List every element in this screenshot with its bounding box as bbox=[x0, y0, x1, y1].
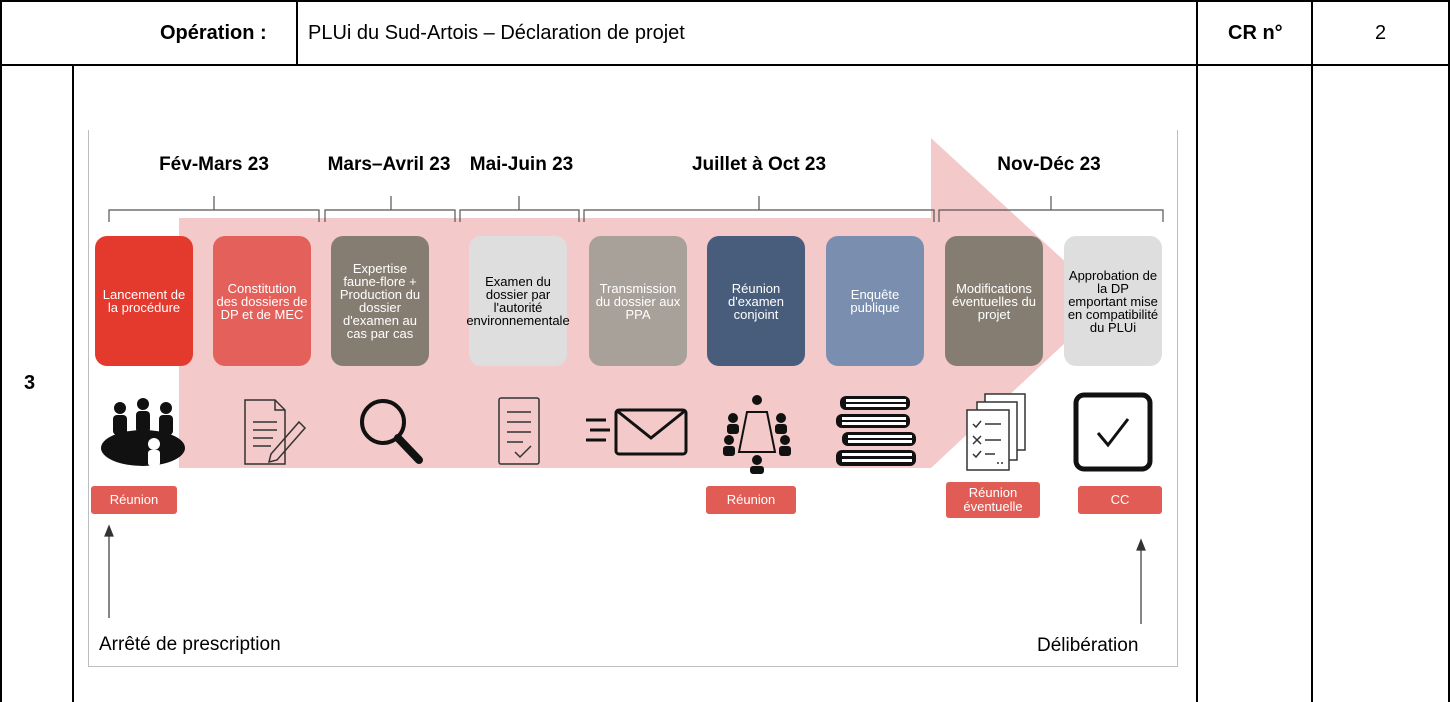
start-note-arrow-head bbox=[104, 524, 114, 537]
table-border-right bbox=[1448, 0, 1450, 702]
step-box-4: Examen du dossier par l'autorité environ… bbox=[466, 236, 570, 366]
period-label-1: Fév-Mars 23 bbox=[159, 154, 269, 175]
badge-reunion-1: Réunion bbox=[91, 486, 177, 514]
end-note-arrow-head bbox=[1136, 538, 1146, 551]
table-col-divider-cr-label bbox=[1196, 0, 1198, 702]
checklist-pages-icon bbox=[945, 386, 1045, 478]
start-note: Arrêté de prescription bbox=[99, 634, 281, 655]
period-label-4: Juillet à Oct 23 bbox=[691, 154, 827, 175]
table-col-divider-cr-value bbox=[1311, 0, 1313, 702]
step-box-5: Transmission du dossier aux PPA bbox=[589, 236, 687, 366]
meeting-table-icon bbox=[93, 386, 193, 478]
period-brace-3 bbox=[459, 196, 580, 222]
operation-value: PLUi du Sud-Artois – Déclaration de proj… bbox=[308, 21, 685, 44]
step-box-8: Modifications éventuelles du projet bbox=[945, 236, 1043, 366]
step-box-9: Approbation de la DP emportant mise en c… bbox=[1064, 236, 1162, 366]
step-box-7: Enquête publique bbox=[826, 236, 924, 366]
step-box-3: Expertise faune-flore + Production du do… bbox=[331, 236, 429, 366]
badge-reunion-2: Réunion bbox=[706, 486, 796, 514]
step-box-2: Constitution des dossiers de DP et de ME… bbox=[213, 236, 311, 366]
magnifier-icon bbox=[341, 386, 441, 478]
timeline-figure: Fév-Mars 23 Mars–Avril 23 Mai-Juin 23 Ju… bbox=[88, 130, 1178, 667]
table-border-top bbox=[0, 0, 1450, 2]
period-brace-5 bbox=[938, 196, 1164, 222]
checkbox-icon bbox=[1063, 386, 1163, 478]
cr-label: CR n° bbox=[1228, 21, 1283, 44]
period-brace-1 bbox=[108, 196, 320, 222]
operation-label: Opération : bbox=[160, 21, 267, 44]
table-col-divider-operation bbox=[296, 0, 298, 64]
badge-cc: CC bbox=[1078, 486, 1162, 514]
row-number: 3 bbox=[24, 372, 36, 394]
checklist-document-icon bbox=[469, 386, 569, 478]
books-stack-icon bbox=[826, 386, 926, 478]
period-label-2: Mars–Avril 23 bbox=[327, 154, 451, 175]
end-note: Délibération bbox=[1037, 635, 1139, 656]
cr-value: 2 bbox=[1374, 21, 1387, 44]
table-header-divider bbox=[0, 64, 1450, 66]
period-brace-4 bbox=[583, 196, 935, 222]
document-pen-icon bbox=[221, 386, 321, 478]
step-box-6: Réunion d'examen conjoint bbox=[707, 236, 805, 366]
conference-table-icon bbox=[707, 386, 807, 478]
period-label-5: Nov-Déc 23 bbox=[997, 154, 1101, 175]
table-border-left bbox=[0, 0, 2, 702]
badge-reunion-eventuelle: Réunion éventuelle bbox=[946, 482, 1040, 518]
step-box-1: Lancement de la procédure bbox=[95, 236, 193, 366]
period-brace-2 bbox=[324, 196, 456, 222]
period-label-3: Mai-Juin 23 bbox=[469, 154, 574, 175]
envelope-icon bbox=[579, 386, 699, 478]
table-col-divider-row-number bbox=[72, 64, 74, 702]
